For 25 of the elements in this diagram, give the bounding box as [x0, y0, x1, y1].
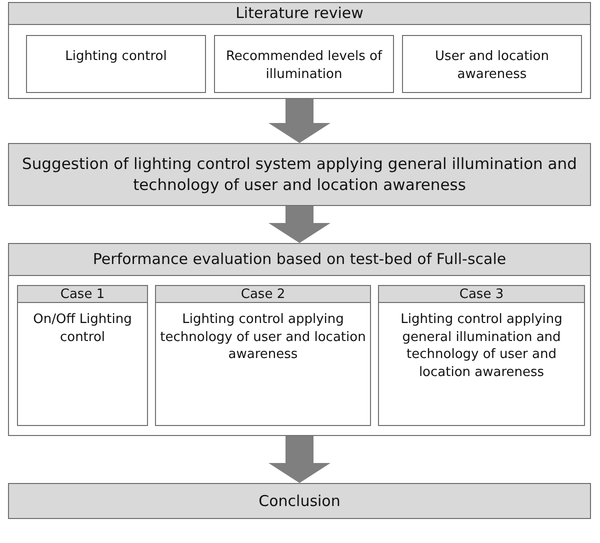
- case-description: On/Off Lighting control: [32, 311, 133, 346]
- topic-box: [402, 35, 582, 93]
- case-description: Lighting control applying general illumination and technology of user and location awareness: [400, 311, 564, 382]
- topic-label: Recommended levels of illumination: [224, 48, 384, 84]
- step-box: [8, 483, 591, 519]
- step-box: [8, 243, 591, 276]
- case-box: [17, 285, 148, 426]
- case-description: Lighting control applying technology of user and location awareness: [159, 311, 367, 364]
- case-box: [378, 285, 585, 426]
- topic-label: User and location awareness: [434, 48, 550, 84]
- case-box: [155, 285, 371, 426]
- topic-label: Lighting control: [65, 48, 167, 66]
- step-label: Suggestion of lighting control system applying general illumination and technology of user and location awareness: [21, 154, 578, 196]
- topic-box: [26, 35, 206, 93]
- topic-box: [214, 35, 394, 93]
- step-box: [8, 143, 591, 206]
- case-heading: Case 3: [379, 286, 584, 303]
- group-panel: [8, 2, 591, 99]
- case-heading: Case 2: [156, 286, 370, 303]
- step-label: Literature review: [236, 3, 364, 24]
- group-panel: [8, 243, 591, 436]
- step-label: Performance evaluation based on test-bed of Full-scale: [92, 249, 506, 270]
- case-heading: Case 1: [18, 286, 147, 303]
- step-box: [8, 2, 591, 25]
- step-label: Conclusion: [258, 490, 340, 512]
